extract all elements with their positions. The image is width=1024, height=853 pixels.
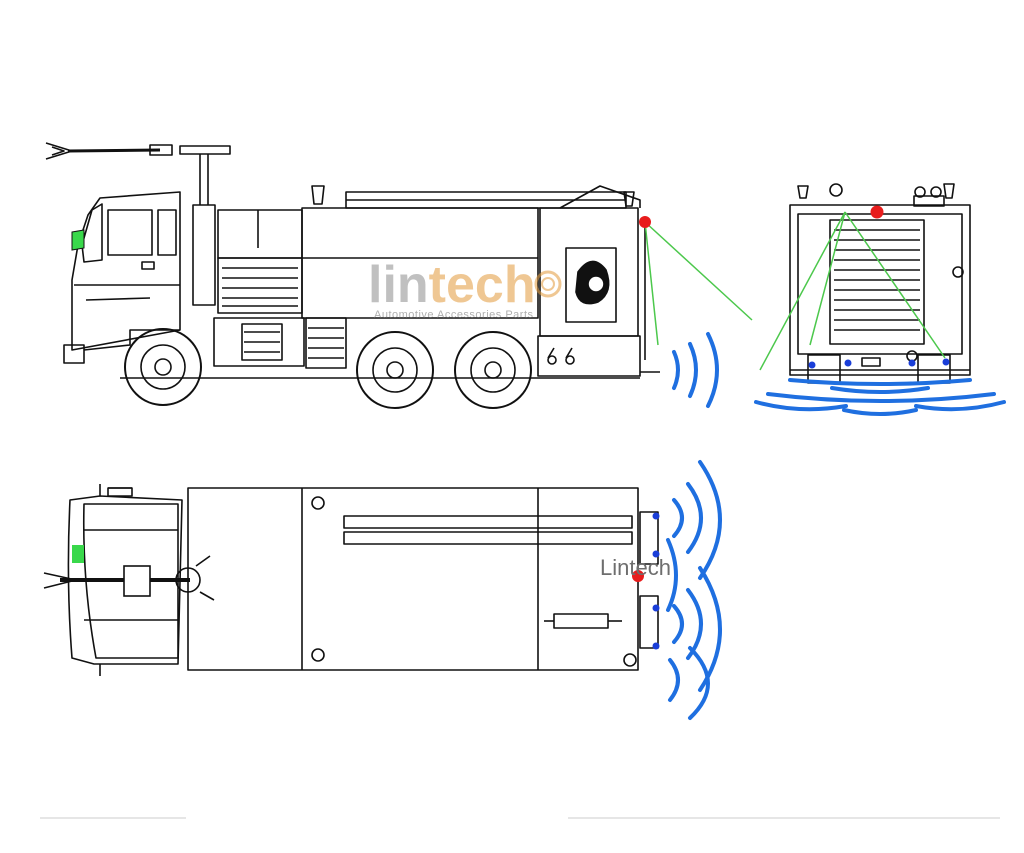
- top-radar-waves: [666, 460, 722, 720]
- rear-shutter: [834, 229, 920, 331]
- side-camera-sensor: [639, 216, 651, 228]
- cab: [63, 191, 181, 364]
- wheels: [124, 328, 532, 409]
- rear-view-truck: [789, 183, 971, 384]
- side-view-truck: [45, 142, 660, 409]
- rear-bumper-sensor-1: [808, 361, 816, 369]
- top-view-cannon: [43, 555, 215, 601]
- svg-text:lintech: lintech: [368, 256, 536, 314]
- rear-radar-waves: [754, 378, 1006, 416]
- top-sensor-2: [652, 550, 660, 558]
- side-radar-waves: [672, 332, 719, 408]
- side-view-sensors: [639, 216, 753, 346]
- top-sensor-1: [652, 512, 660, 520]
- rear-bumper-sensor-4: [942, 358, 950, 366]
- top-sensor-3: [652, 604, 660, 612]
- lintech-label: Lintech: [600, 555, 671, 580]
- rear-view-sensors: [759, 205, 950, 371]
- water-cannon: [45, 142, 231, 306]
- top-window-marker: [72, 545, 84, 563]
- lintech-logo-watermark: lintech Automotive Accessories Parts: [368, 256, 562, 321]
- top-sensor-4: [652, 642, 660, 650]
- rear-top-camera-sensor: [870, 205, 884, 219]
- rear-bumper-sensor-2: [844, 359, 852, 367]
- rear-bumper-sensor-3: [908, 359, 916, 367]
- body: [120, 185, 660, 379]
- top-view-sensors: [632, 512, 660, 650]
- top-camera-sensor: [632, 570, 644, 582]
- logo-tagline: Automotive Accessories Parts: [374, 309, 534, 321]
- side-window-marker: [71, 229, 85, 251]
